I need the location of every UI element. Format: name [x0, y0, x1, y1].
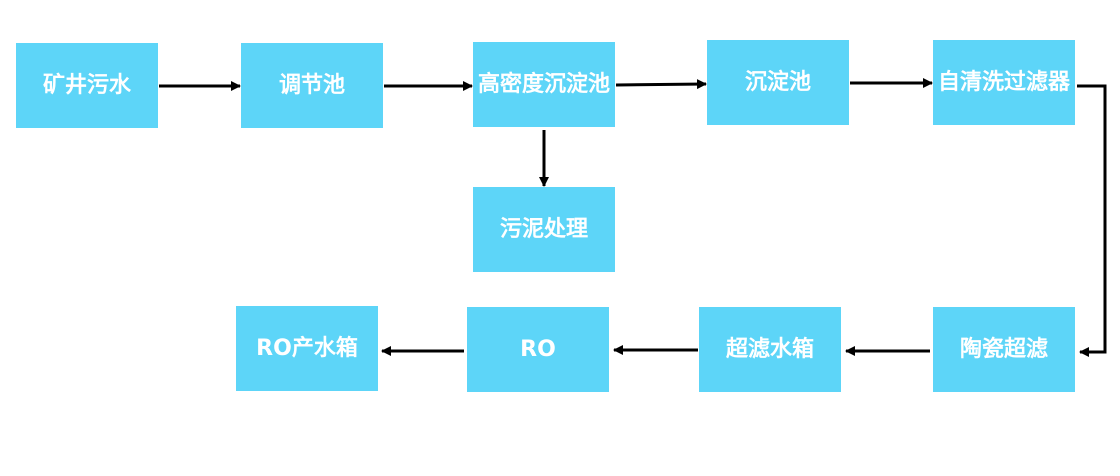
- node-ceramic-uf: 陶瓷超滤: [933, 307, 1075, 392]
- node-regulating-tank: 调节池: [241, 43, 383, 128]
- node-mine-wastewater: 矿井污水: [16, 43, 158, 128]
- arrow-hd-settling-to-settling: [615, 79, 707, 90]
- node-uf-water-tank: 超滤水箱: [699, 307, 841, 392]
- node-settling-tank: 沉淀池: [707, 40, 849, 125]
- node-label: 超滤水箱: [725, 336, 814, 362]
- node-label: 陶瓷超滤: [959, 336, 1048, 362]
- node-label: RO: [520, 336, 556, 362]
- node-sludge-treatment: 污泥处理: [473, 187, 615, 272]
- node-high-density-settling-tank: 高密度沉淀池: [473, 42, 615, 127]
- node-label: 调节池: [278, 72, 345, 98]
- node-self-cleaning-filter: 自清洗过滤器: [933, 40, 1075, 125]
- node-label: 沉淀池: [744, 69, 811, 95]
- node-label: 污泥处理: [499, 216, 588, 242]
- node-label: RO产水箱: [256, 335, 358, 361]
- node-label: 自清洗过滤器: [937, 69, 1070, 95]
- node-label: 矿井污水: [42, 72, 131, 98]
- arrow-filter-to-ceramic-uf: [1077, 84, 1107, 357]
- node-label: 高密度沉淀池: [477, 71, 610, 97]
- node-ro: RO: [467, 307, 609, 392]
- node-ro-product-tank: RO产水箱: [236, 306, 378, 391]
